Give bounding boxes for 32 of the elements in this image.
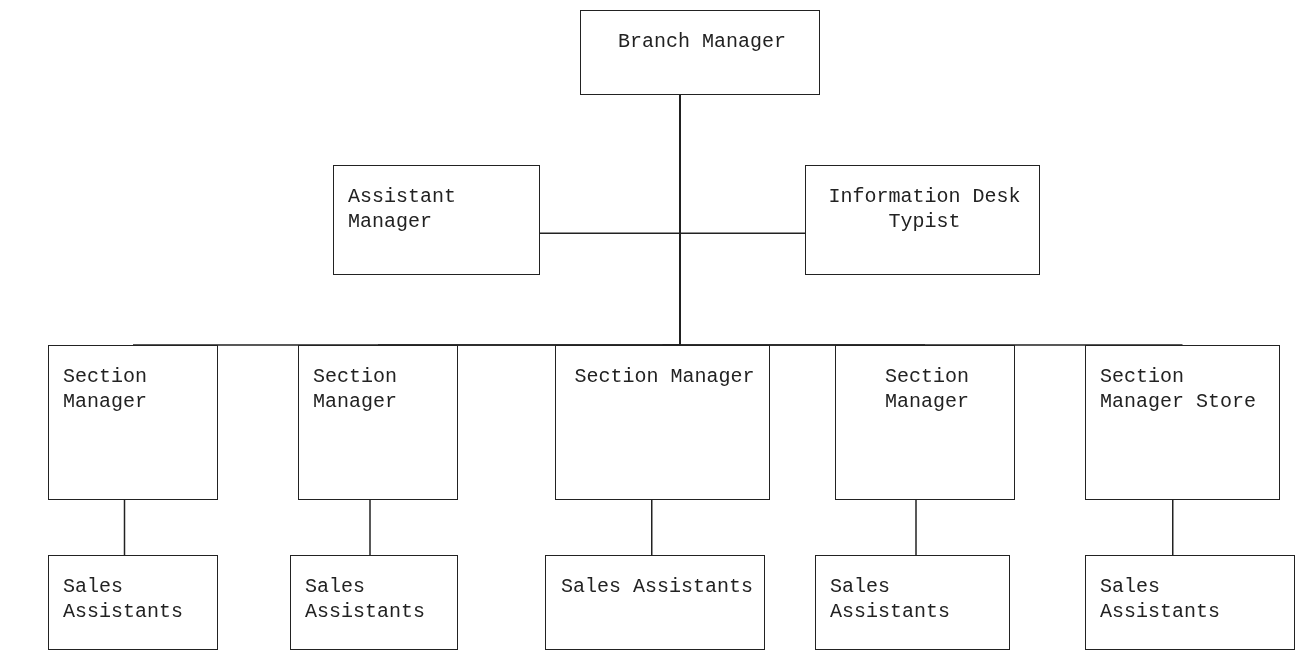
- role-title: Sales Assistants: [305, 574, 427, 624]
- role-title: Section Manager: [884, 364, 970, 414]
- org-box: [333, 165, 540, 275]
- role-title: Sales Assistants: [63, 574, 185, 624]
- connector-line: [651, 499, 653, 556]
- org-box: [1085, 345, 1280, 500]
- org-box: [580, 10, 820, 95]
- role-title: Section Manager: [573, 364, 756, 389]
- role-title: Section Manager: [63, 364, 148, 414]
- connector-line: [123, 499, 126, 556]
- org-box: [835, 345, 1015, 500]
- org-box: [48, 345, 218, 500]
- role-title: Information Desk Typist: [827, 184, 1022, 234]
- org-box: [48, 555, 218, 650]
- org-box: [1085, 555, 1295, 650]
- connector-line: [369, 499, 371, 556]
- connector-line: [915, 499, 917, 556]
- connector-line: [679, 94, 1184, 346]
- org-box: [545, 555, 765, 650]
- org-box: [290, 555, 458, 650]
- connector-line: [1172, 499, 1174, 556]
- role-title: Sales Assistants: [830, 574, 952, 624]
- role-title: Branch Manager: [617, 29, 787, 54]
- org-box: [815, 555, 1010, 650]
- role-title: Sales Assistants: [1100, 574, 1222, 624]
- org-box: [555, 345, 770, 500]
- role-title: Section Manager Store: [1100, 364, 1258, 414]
- role-title: Section Manager: [313, 364, 398, 414]
- role-title: Assistant Manager: [348, 184, 458, 234]
- role-title: Sales Assistants: [560, 574, 754, 599]
- org-box: [298, 345, 458, 500]
- org-box: [805, 165, 1040, 275]
